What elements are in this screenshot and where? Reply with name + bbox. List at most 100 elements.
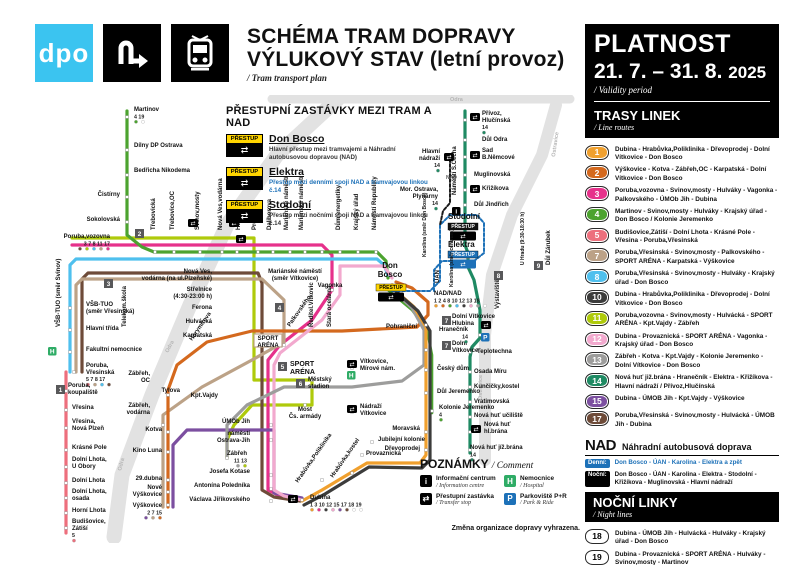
station-dot <box>424 391 428 395</box>
prestup-icon: PŘESTUP⇄ <box>226 167 263 195</box>
line-color-dot <box>144 516 148 520</box>
line-color-dot <box>236 464 240 468</box>
line-color-dot <box>99 247 103 251</box>
route-description: Poruba,Vřesinská - Svinov,mosty - Hulvác… <box>615 412 775 429</box>
line-color-dot <box>134 120 138 124</box>
station-label: Dubina <box>310 495 331 501</box>
route-description: Martinov - Svinov,mosty - Hulváky - Kraj… <box>615 207 767 224</box>
svg-text:4: 4 <box>278 305 282 312</box>
station-line-numbers: 1 2 4 8 10 12 13 18 <box>434 298 480 304</box>
transfer-stop-desc: Hlavní přestup mezi tramvajemi a Náhradn… <box>269 145 396 161</box>
station-dot <box>463 188 467 192</box>
station-dot <box>166 503 170 507</box>
transfer-icon: ⇄ <box>470 113 480 121</box>
svg-text:6: 6 <box>299 381 303 388</box>
tram-line <box>70 236 314 460</box>
station-label: Vřesina <box>72 405 94 411</box>
station-label: Kunčičky,kostel <box>474 384 520 390</box>
tram-line <box>302 287 432 507</box>
legend-label-cz: Informační centrum <box>436 475 496 482</box>
line-color-dot <box>441 304 445 308</box>
river-label: Ostravice <box>551 132 560 158</box>
svg-text:⇄: ⇄ <box>460 261 466 268</box>
line-color-dot <box>338 508 342 512</box>
station-dot <box>64 465 68 469</box>
svg-text:7: 7 <box>445 318 449 325</box>
station-label: Fakultní nemocnice <box>86 347 143 353</box>
station-line-numbers: 5 <box>72 533 75 539</box>
dpo-logo: dpo <box>35 24 93 82</box>
station-label: Martinov <box>134 107 160 113</box>
station-label: Nová Ves,vodárna <box>218 178 224 230</box>
station-dot <box>64 389 68 393</box>
line-badge: 8 <box>585 269 609 285</box>
station-label: Zábřeh,vodárna <box>127 403 151 416</box>
line-color-dot <box>78 247 82 251</box>
line-color-dot <box>352 508 356 512</box>
station-dot <box>172 250 176 254</box>
station-dot <box>303 250 307 254</box>
page-subtitle: / Tram transport plan <box>247 73 327 84</box>
station-label: Antonína Poledníka <box>194 483 251 489</box>
prestup-icon: PŘESTUP⇄ <box>226 200 263 228</box>
station-label: Daliborova <box>267 198 273 230</box>
station-label: Dolní Lhota,U Obory <box>72 457 107 470</box>
station-label: Třebovice,OC <box>170 190 176 230</box>
validity-date-range: 21. 7. – 31. 8. <box>594 60 723 83</box>
station-label: Poruba,vozovna <box>64 234 111 240</box>
station-label: Důl Jindřich <box>474 201 509 208</box>
legend-label-cz: Přestupní zastávka <box>436 492 494 500</box>
station-line-numbers: 4 19 <box>134 114 144 120</box>
station-label: Krajský úřad <box>354 193 360 230</box>
station-dot <box>125 115 129 119</box>
transfer-stop-name: Don Bosco <box>269 133 325 145</box>
change-disclaimer: Změna organizace dopravy vyhrazena. <box>451 525 580 532</box>
station-label: Karolina (směr centrum) <box>449 229 455 287</box>
line-color-dot <box>434 206 438 211</box>
station-line-numbers: 1 3 10 12 15 17 18 19 <box>310 502 362 508</box>
info-icon: i <box>452 207 461 216</box>
nad-night-row: Noční: Don Bosco - ÚAN - Karolina - Elek… <box>585 470 779 488</box>
parkride-icon: P <box>481 333 490 342</box>
line-badge: 15 <box>585 393 609 409</box>
nad-title: Náhradní autobusová doprava <box>622 442 752 453</box>
transfer-icon: ⇄ <box>347 360 357 368</box>
line-color-dot <box>482 130 486 135</box>
detour-icon-glyph <box>118 40 148 68</box>
river-label: Odra <box>164 339 176 354</box>
station-label: Pohraniční <box>386 324 417 330</box>
station-dot <box>463 203 467 207</box>
station-dot <box>463 138 467 142</box>
nad-day-row: Denní: Don Bosco - ÚAN - Karolina - Elek… <box>585 459 779 468</box>
station-dot <box>478 333 482 337</box>
station-label: Mariánské náměstí <box>299 176 305 230</box>
station-label: Poruba,koupaliště <box>68 383 98 396</box>
legend-title: POZNÁMKY / Comment <box>420 457 582 471</box>
map-canvas: OdraOdraOdraOstraviceOstravice⇄⇄⇄H⇄⇄⇄⇄i⇄… <box>48 95 575 543</box>
station-dot <box>424 368 428 372</box>
station-dot <box>424 448 428 452</box>
svg-text:3: 3 <box>107 281 111 288</box>
line-color-dot <box>310 508 314 512</box>
station-dot <box>64 426 68 430</box>
station-label: Náměstí Republiky <box>372 176 378 230</box>
route-description: Nová huť již.brána - Hranečník - Elektra… <box>615 374 773 390</box>
prestup-chip: PŘESTUP <box>226 134 263 144</box>
tram-icon-glyph <box>187 35 213 71</box>
line-color-dot <box>476 304 480 308</box>
night-lines-heading: NOČNÍ LINKY / Night lines <box>585 492 779 523</box>
station-dot <box>320 250 324 254</box>
station-label: Moravská <box>392 426 420 432</box>
line-routes-subtitle: / Line routes <box>594 123 635 132</box>
nad-night-label: Noční: <box>585 470 610 488</box>
station-label: Důl Odra <box>482 136 508 143</box>
page-title-line1: SCHÉMA TRAM DOPRAVY <box>247 25 516 48</box>
